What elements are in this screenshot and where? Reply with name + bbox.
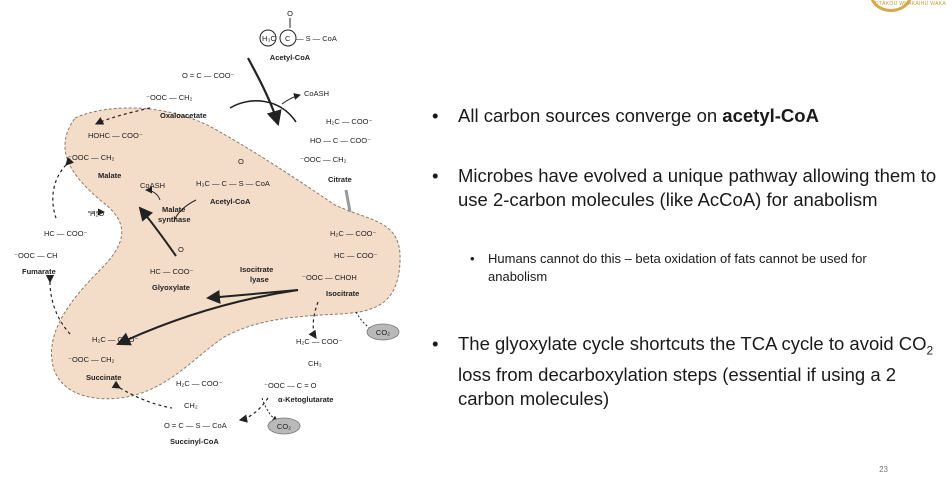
logo-text: OTĀKOU WHAKAIHU WAKA: [874, 1, 946, 7]
sub-bullet-dot-icon: •: [470, 251, 475, 266]
acetylcoa-into-synthase-arrow: [173, 199, 197, 223]
page-number: 23: [879, 465, 888, 474]
acetylcoa-inner-line: H₃C — C — S — CoA: [196, 179, 270, 188]
succinylcoa-label: Succinyl-CoA: [170, 437, 219, 446]
co2-release-arrow-2: [261, 397, 279, 423]
co2-label-2: CO₂: [277, 422, 291, 431]
glyoxylate-oxygen: O: [178, 245, 184, 254]
fumarate-line2: ⁻OOC — CH: [14, 251, 58, 260]
coash-top-label: CoASH: [304, 89, 329, 98]
fumarate-line1: HC — COO⁻: [44, 229, 88, 238]
succinylcoa-line1: H₂C — COO⁻: [176, 379, 222, 388]
akg-line1: H₂C — COO⁻: [296, 337, 342, 346]
citrate-line3: ⁻OOC — CH₂: [300, 155, 347, 164]
akg-line3: ⁻OOC — C = O: [264, 381, 317, 390]
bullet-3-text: The glyoxylate cycle shortcuts the TCA c…: [458, 332, 948, 411]
malate-line2: ⁻OOC — CH₂: [68, 153, 115, 162]
bullet-3-part2: loss from decarboxylation steps (essenti…: [458, 363, 897, 409]
bullet-3-subscript: 2: [926, 343, 934, 358]
isocitrate-line2: HC — COO⁻: [334, 251, 378, 260]
isocitrate-lyase-arrow-to-glyoxylate: [206, 289, 299, 304]
malate-label: Malate: [98, 171, 121, 180]
akg-line2: CH₂: [308, 359, 322, 368]
coash-release-arrow: [281, 93, 301, 105]
coash-out-arrow: [145, 186, 161, 201]
citrate-label: Citrate: [328, 175, 352, 184]
acetylcoa-top-oxygen: O: [287, 9, 293, 18]
university-logo: OTĀKOU WHAKAIHU WAKA: [842, 0, 952, 18]
cytoplasm-region: [51, 107, 401, 400]
isocitrate-line3: ⁻OOC — CHOH: [302, 273, 357, 282]
fumarate-label: Fumarate: [22, 267, 56, 276]
oxaloacetate-to-citrate-arrow: [229, 100, 297, 123]
bullet-1-text: All carbon sources converge on acetyl-Co…: [458, 104, 948, 128]
bullet-3-part1: The glyoxylate cycle shortcuts the TCA c…: [458, 333, 927, 354]
bullet-dot-icon: •: [432, 333, 439, 354]
akg-to-succinylcoa-arrow: [238, 397, 269, 423]
succinate-line2: ⁻OOC — CH₂: [68, 355, 115, 364]
bullet-dot-icon: •: [432, 105, 439, 126]
isocitrate-lyase-label-2: lyase: [250, 275, 269, 284]
succinylcoa-line2: CH₂: [184, 401, 198, 410]
acetylcoa-top-scoa: — S — CoA: [296, 34, 337, 43]
fumarate-to-malate-arrow: [52, 156, 74, 219]
citrate-line1: H₂C — COO⁻: [326, 117, 372, 126]
carbon-circle-2: [279, 29, 297, 47]
glyoxylate-label: Glyoxylate: [152, 283, 190, 292]
succinylcoa-line3: O = C — S — CoA: [164, 421, 227, 430]
water-label: H₂O: [90, 209, 104, 218]
co2-label-1: CO₂: [376, 328, 390, 337]
citrate-to-isocitrate-arrow: [344, 189, 352, 213]
succinate-line1: H₂C — COO⁻: [92, 335, 138, 344]
isocitrate-line1: H₂C — COO⁻: [330, 229, 376, 238]
isocitrate-lyase-label-1: Isocitrate: [240, 265, 273, 274]
glyoxylate-cycle-diagram: CO₂ CO₂ O H₃C C — S — CoA Acetyl-CoA CoA…: [0, 0, 420, 488]
diagram-canvas: CO₂ CO₂ O H₃C C — S — CoA Acetyl-CoA CoA…: [14, 9, 401, 446]
succinate-label: Succinate: [86, 373, 121, 382]
carbon-circle-1: [259, 29, 277, 47]
citrate-line2: HO — C — COO⁻: [310, 136, 371, 145]
bullet-1-bold: acetyl-CoA: [722, 105, 819, 126]
malate-to-oxaloacetate-arrow: [94, 107, 151, 125]
sub-bullet-1-text: Humans cannot do this – beta oxidation o…: [488, 251, 867, 284]
oxaloacetate-label: Oxaloacetate: [160, 111, 207, 120]
glyoxylate-line: HC — COO⁻: [150, 267, 194, 276]
malate-synthase-arrow: [138, 206, 177, 257]
oxaloacetate-line1: O = C — COO⁻: [182, 71, 235, 80]
co2-bubble-2: [267, 417, 301, 435]
isocitrate-lyase-arrow-to-succinate: [116, 289, 299, 346]
succinylcoa-to-succinate-arrow: [111, 380, 173, 409]
bullet-1-prefix: All carbon sources converge on: [458, 105, 723, 126]
acetylcoa-inner-label: Acetyl-CoA: [210, 197, 251, 206]
acetylcoa-inner-oxygen: O: [238, 157, 244, 166]
acetylcoa-top-label: Acetyl-CoA: [270, 53, 311, 62]
acetylcoa-to-citrate-arrow: [247, 57, 282, 127]
coash-inner-label: CoASH: [140, 181, 165, 190]
malate-synthase-label-2: synthase: [158, 215, 191, 224]
bullet-dot-icon: •: [432, 165, 439, 186]
succinate-to-fumarate-arrow: [45, 274, 73, 337]
akg-label: α-Ketoglutarate: [278, 395, 333, 404]
bullet-2-text: Microbes have evolved a unique pathway a…: [458, 165, 937, 210]
oxaloacetate-line2: ⁻OOC — CH₂: [146, 93, 193, 102]
acetylcoa-top-h3c: H₃C: [262, 34, 276, 43]
co2-bubble-1: [366, 323, 400, 341]
isocitrate-label: Isocitrate: [326, 289, 359, 298]
acetylcoa-top-c: C: [285, 34, 291, 43]
malate-line1: HOHC — COO⁻: [88, 131, 143, 140]
malate-synthase-label-1: Malate: [162, 205, 185, 214]
